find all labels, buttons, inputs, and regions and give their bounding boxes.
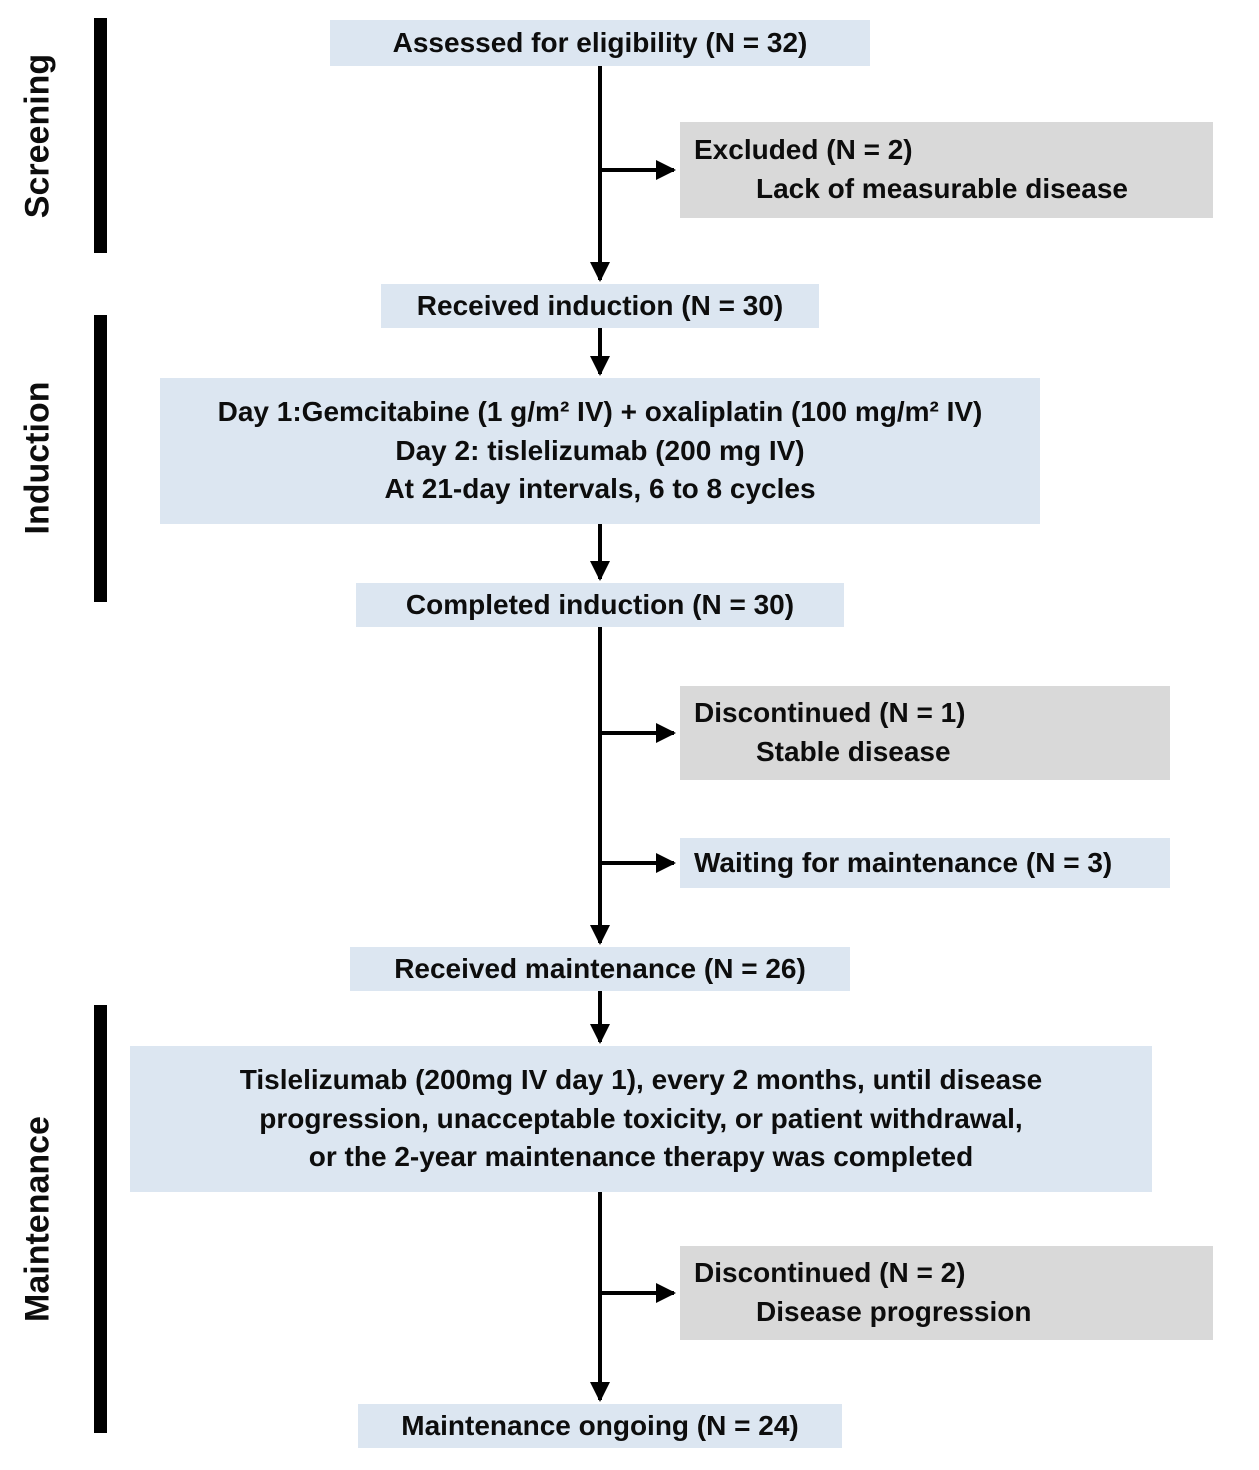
induction-phase-bar bbox=[94, 315, 107, 602]
completed-induction-label: Completed induction (N = 30) bbox=[405, 588, 795, 620]
received-induction-box: Received induction (N = 30) bbox=[381, 284, 819, 328]
discontinued-maintenance-reason: Disease progression bbox=[756, 1296, 1032, 1327]
discontinued-induction-box: Discontinued (N = 1) Stable disease bbox=[680, 686, 1170, 780]
maintenance-phase-bar bbox=[94, 1005, 107, 1433]
maintenance-regimen-line1: Tislelizumab (200mg IV day 1), every 2 m… bbox=[239, 1064, 1043, 1096]
excluded-reason: Lack of measurable disease bbox=[756, 173, 1128, 204]
discontinued-maintenance-box: Discontinued (N = 2) Disease progression bbox=[680, 1246, 1213, 1340]
received-maintenance-label: Received maintenance (N = 26) bbox=[394, 952, 806, 984]
waiting-maintenance-label: Waiting for maintenance (N = 3) bbox=[694, 846, 1113, 878]
induction-regimen-line2: Day 2: tislelizumab (200 mg IV) bbox=[395, 434, 805, 466]
induction-regimen-line1: Day 1:Gemcitabine (1 g/m² IV) + oxalipla… bbox=[217, 396, 983, 428]
screening-phase-bar bbox=[94, 18, 107, 253]
induction-regimen-box: Day 1:Gemcitabine (1 g/m² IV) + oxalipla… bbox=[160, 378, 1040, 524]
received-induction-label: Received induction (N = 30) bbox=[416, 289, 784, 321]
discontinued-induction-title: Discontinued (N = 1) bbox=[694, 697, 966, 729]
maintenance-ongoing-box: Maintenance ongoing (N = 24) bbox=[358, 1404, 842, 1448]
excluded-box: Excluded (N = 2) Lack of measurable dise… bbox=[680, 122, 1213, 218]
assessed-eligibility-box: Assessed for eligibility (N = 32) bbox=[330, 20, 870, 66]
maintenance-regimen-line2: progression, unacceptable toxicity, or p… bbox=[259, 1102, 1023, 1134]
discontinued-induction-reason: Stable disease bbox=[756, 736, 951, 767]
excluded-title: Excluded (N = 2) bbox=[694, 134, 913, 166]
waiting-maintenance-box: Waiting for maintenance (N = 3) bbox=[680, 838, 1170, 888]
completed-induction-box: Completed induction (N = 30) bbox=[356, 583, 844, 627]
maintenance-ongoing-label: Maintenance ongoing (N = 24) bbox=[401, 1409, 799, 1441]
discontinued-maintenance-title: Discontinued (N = 2) bbox=[694, 1257, 966, 1289]
maintenance-regimen-line3: or the 2-year maintenance therapy was co… bbox=[308, 1141, 974, 1173]
induction-regimen-line3: At 21-day intervals, 6 to 8 cycles bbox=[384, 473, 816, 505]
received-maintenance-box: Received maintenance (N = 26) bbox=[350, 947, 850, 991]
assessed-eligibility-label: Assessed for eligibility (N = 32) bbox=[392, 26, 808, 58]
maintenance-regimen-box: Tislelizumab (200mg IV day 1), every 2 m… bbox=[130, 1046, 1152, 1192]
